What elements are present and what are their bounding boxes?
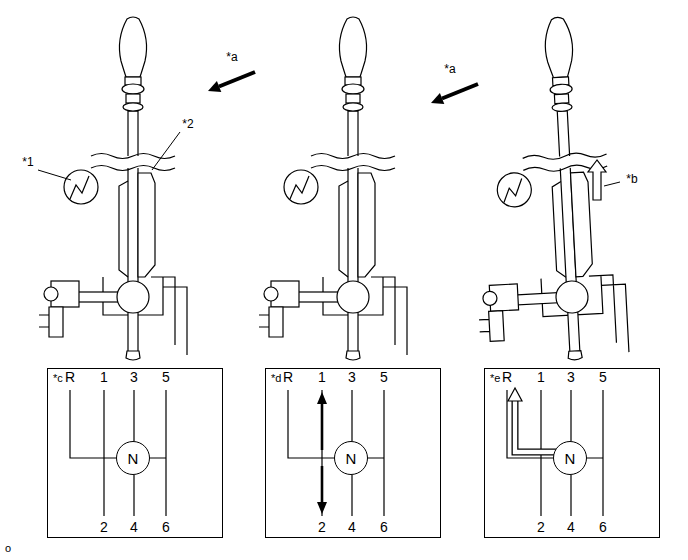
shift-path-arrow [508,388,557,452]
callout-letter: *a [226,51,237,64]
gear-position: R [502,370,512,385]
neutral-label: N [128,450,139,467]
gear-position: 3 [348,370,356,385]
gear-position: 1 [318,370,326,385]
gear-position: R [65,370,75,385]
gear-position: 5 [380,370,388,385]
shift-lever [463,15,629,365]
shift-gate [507,390,603,516]
gear-position: 4 [567,520,575,535]
gear-position: 1 [100,370,108,385]
box-heading: *e [490,372,500,384]
gear-position: R [283,370,293,385]
leader-line [604,182,620,186]
callout-letter: *b [626,173,637,186]
move-arrow [431,84,478,104]
gear-position: 1 [537,370,545,385]
gear-position: 5 [599,370,607,385]
shift-pattern-box: *eN [484,368,660,538]
shift-direction-head [317,502,327,514]
shift-path-fill [515,399,557,452]
box-heading: *c [53,372,63,384]
gear-position: 2 [318,520,326,535]
gear-position: 3 [567,370,575,385]
shift-path-outline [515,400,556,452]
shift-pattern-box: *dN [265,368,441,538]
move-arrow [208,72,255,92]
lift-arrow [588,160,606,200]
gear-position: 2 [537,520,545,535]
callout-number: *2 [182,118,193,131]
gear-position: 3 [130,370,138,385]
gear-position: 5 [162,370,170,385]
gear-position: 4 [348,520,356,535]
leader-line [152,132,180,170]
shift-direction-head [317,392,327,404]
callout-number: *1 [22,156,33,169]
gear-position: 2 [100,520,108,535]
figure-mark: o [5,542,11,554]
shift-gate [288,390,384,516]
shift-direction [317,392,327,514]
shift-lever [259,17,407,360]
gear-position: 4 [130,520,138,535]
leader-line [38,170,71,180]
box-heading: *d [271,372,281,384]
neutral-label: N [346,450,357,467]
shift-direction-line [321,402,324,504]
shift-pattern-box: *cN [47,368,223,538]
callout-letter: *a [444,63,455,76]
shift-lever [39,17,187,360]
shift-path-head [508,388,522,401]
neutral-label: N [565,450,576,467]
neutral-circle: N [116,441,150,475]
gear-position: 6 [599,520,607,535]
neutral-circle: N [553,441,587,475]
gear-position: 6 [162,520,170,535]
neutral-circle: N [334,441,368,475]
shift-gate [70,390,166,516]
gear-position: 6 [380,520,388,535]
